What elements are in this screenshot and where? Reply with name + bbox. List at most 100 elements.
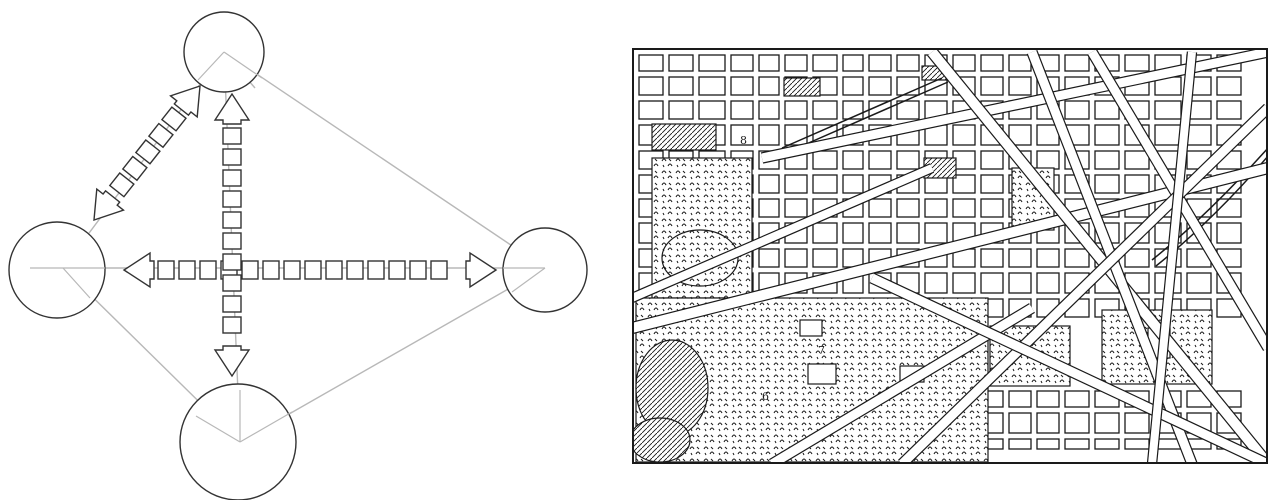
city-block	[869, 223, 891, 243]
city-block	[1095, 151, 1119, 169]
arrow-horizontal-segment	[431, 261, 447, 279]
city-block	[869, 77, 891, 95]
city-block	[981, 55, 1003, 71]
city-block	[869, 55, 891, 71]
map-label-7: 7	[818, 344, 825, 357]
arrow-horizontal-head-end	[466, 253, 496, 287]
city-block	[813, 55, 837, 71]
city-block	[981, 199, 1003, 217]
arrow-vertical-head-start	[215, 94, 249, 124]
city-block	[731, 55, 753, 71]
city-block	[869, 199, 891, 217]
arrow-diagonal-segment	[110, 173, 134, 197]
arrow-horizontal-head-start	[124, 253, 154, 287]
city-plan-map: 8 7 6	[632, 48, 1268, 464]
city-block	[759, 101, 779, 119]
city-block	[731, 101, 753, 119]
city-block	[1217, 223, 1241, 243]
city-block	[843, 151, 863, 169]
city-block	[981, 249, 1003, 267]
city-block	[843, 77, 863, 95]
arrow-horizontal-segment	[242, 261, 258, 279]
city-block	[869, 101, 891, 119]
city-block	[639, 55, 663, 71]
city-block	[1065, 101, 1089, 119]
city-block	[759, 199, 779, 217]
arrow-vertical-segment	[223, 170, 241, 186]
guide-rhombus	[63, 52, 545, 442]
arrow-horizontal-segment	[263, 261, 279, 279]
city-block	[813, 175, 837, 193]
city-block	[1009, 55, 1031, 71]
block-hatched-d	[652, 124, 716, 150]
city-block	[843, 55, 863, 71]
arrow-vertical-segment	[223, 149, 241, 165]
city-block	[953, 199, 975, 217]
city-block	[1037, 391, 1059, 407]
arrow-vertical-segment	[223, 212, 241, 228]
city-block	[1037, 439, 1059, 449]
city-block	[759, 175, 779, 193]
city-block	[981, 151, 1003, 169]
city-block	[1125, 413, 1149, 433]
city-block	[785, 249, 807, 267]
city-block	[1125, 151, 1149, 169]
arrow-vertical-segment	[223, 296, 241, 312]
city-block	[1065, 413, 1089, 433]
city-block	[785, 55, 807, 71]
city-block	[1009, 391, 1031, 407]
city-block	[669, 55, 693, 71]
city-block	[759, 77, 779, 95]
city-block	[925, 199, 947, 217]
city-block	[1037, 249, 1059, 267]
city-block	[1095, 125, 1119, 145]
arrow-vertical-head-end	[215, 346, 249, 376]
city-block	[925, 273, 947, 293]
city-block	[1009, 273, 1031, 293]
city-block	[843, 175, 863, 193]
node-network-diagram	[0, 0, 610, 500]
arrow-vertical-segment	[223, 128, 241, 144]
city-block	[813, 249, 837, 267]
city-block	[981, 273, 1003, 293]
mall-building-a	[808, 364, 836, 384]
arrow-vertical-segment	[223, 275, 241, 291]
arrow-vertical-segment	[223, 317, 241, 333]
city-block	[897, 199, 919, 217]
city-block	[1095, 439, 1119, 449]
city-block	[1065, 439, 1089, 449]
mall-building-c	[800, 320, 822, 336]
arrow-horizontal-segment	[389, 261, 405, 279]
city-block	[1155, 125, 1181, 145]
city-block	[1125, 439, 1149, 449]
city-block	[1037, 151, 1059, 169]
city-block	[1217, 101, 1241, 119]
city-block	[1065, 55, 1089, 71]
city-block	[981, 77, 1003, 95]
arrow-horizontal-segment	[284, 261, 300, 279]
city-block	[1125, 175, 1149, 193]
city-block	[1037, 413, 1059, 433]
city-block	[897, 223, 919, 243]
city-block	[785, 101, 807, 119]
city-block	[981, 175, 1003, 193]
city-block	[1187, 125, 1211, 145]
city-block	[1155, 101, 1181, 119]
city-block	[1065, 249, 1089, 267]
node-bottom	[180, 384, 296, 500]
arrow-vertical-segment	[223, 233, 241, 249]
city-block	[897, 55, 919, 71]
city-block	[1009, 439, 1031, 449]
city-block	[1187, 273, 1211, 293]
city-block	[953, 125, 975, 145]
city-block	[953, 55, 975, 71]
city-block	[1217, 77, 1241, 95]
arrow-vertical-segment	[223, 254, 241, 270]
city-block	[699, 77, 725, 95]
city-block	[699, 101, 725, 119]
city-block	[639, 101, 663, 119]
block-hatched-b	[784, 78, 820, 96]
city-block	[1009, 413, 1031, 433]
arrow-horizontal-segment	[158, 261, 174, 279]
